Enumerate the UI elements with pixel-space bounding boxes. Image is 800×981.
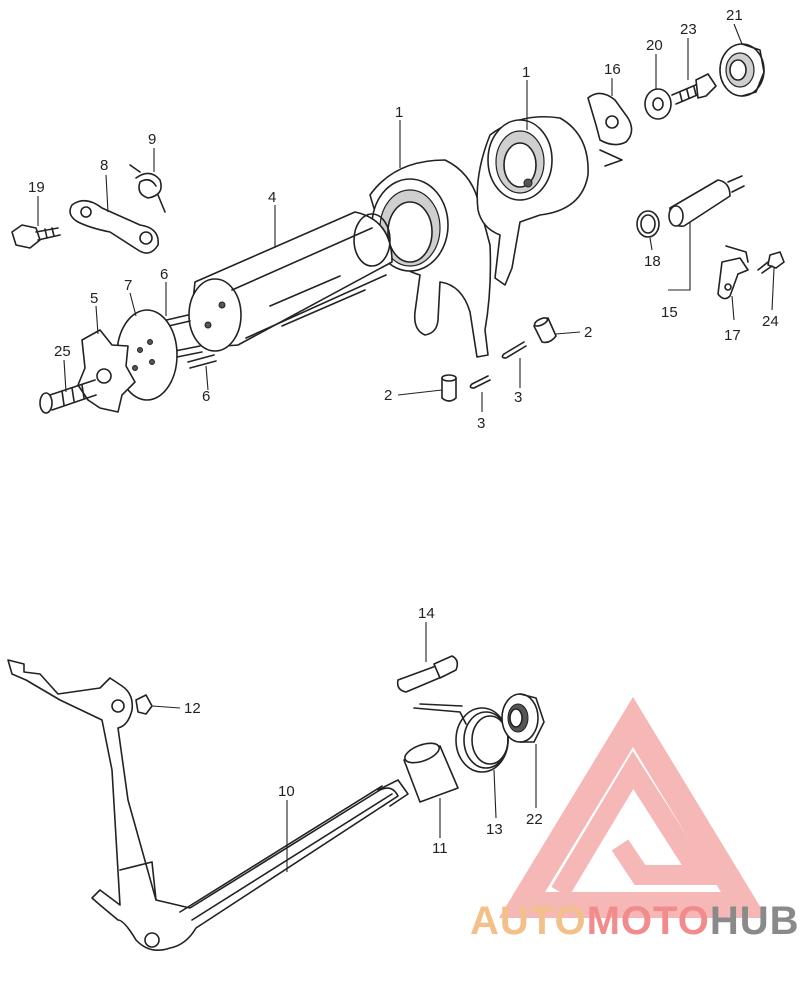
callout-14: 14 [418,605,435,622]
callout-12: 12 [184,700,201,717]
callout-13: 13 [486,821,503,838]
callout-9: 9 [148,131,156,148]
shift-fork-right [476,115,589,286]
shaft-15 [668,175,745,227]
callout-18: 18 [644,253,661,270]
gearshift-spindle [7,659,409,951]
callout-2-right: 2 [584,324,592,341]
return-spring [413,703,509,773]
cap-21 [719,43,765,97]
watermark-word-hub: HUB [710,899,800,943]
pin-14 [396,655,459,693]
oil-seal-22 [501,693,545,743]
callout-21: 21 [726,7,743,24]
callout-5: 5 [90,290,98,307]
shift-drum [188,211,393,352]
callout-3-right: 3 [514,389,522,406]
clip-right [501,341,527,359]
callout-16: 16 [604,61,621,78]
callout-11: 11 [432,840,448,857]
washer-20 [644,88,672,120]
svg-text:AUTOMOTOHUB: AUTOMOTOHUB [470,899,800,943]
bolt-23 [671,73,717,105]
callout-19: 19 [28,179,45,196]
fork-pin-right [533,317,557,344]
callout-2-lower: 2 [384,387,392,404]
callout-20: 20 [646,37,663,54]
callout-8: 8 [100,157,108,174]
watermark-logo [498,696,768,918]
callout-10: 10 [278,783,295,800]
callout-6-upper: 6 [160,266,168,283]
callout-7: 7 [124,277,132,294]
clip-lower [469,375,491,389]
bolt-19 [11,224,61,249]
callout-3-lower: 3 [477,415,485,432]
watermark-word-moto: MOTO [587,899,710,943]
callout-15: 15 [661,304,678,321]
callout-labels: 1 1 2 2 3 3 4 5 6 6 7 8 9 10 11 12 13 14… [28,7,779,857]
callout-1-right: 1 [522,64,530,81]
plate-16 [587,92,633,167]
watermark-text: AUTOMOTOHUB [470,899,800,943]
circlip-18 [636,210,660,238]
callout-4: 4 [268,189,276,206]
leader-lines [37,23,775,872]
bracket-17 [717,245,749,300]
spring-9 [129,164,166,213]
watermark-word-auto: AUTO [470,899,587,943]
callout-1-left: 1 [395,104,403,121]
collar-11 [403,742,459,803]
callout-17: 17 [724,327,741,344]
callout-6-lower: 6 [202,388,210,405]
callout-24: 24 [762,313,779,330]
callout-25: 25 [54,343,71,360]
bolt-24 [757,251,785,274]
bolt-12 [135,694,153,715]
star-plate [77,329,136,413]
bolt-25 [39,379,97,414]
callout-22: 22 [526,811,543,828]
callout-23: 23 [680,21,697,38]
stopper-arm [69,199,159,254]
fork-pin-lower [441,374,457,402]
